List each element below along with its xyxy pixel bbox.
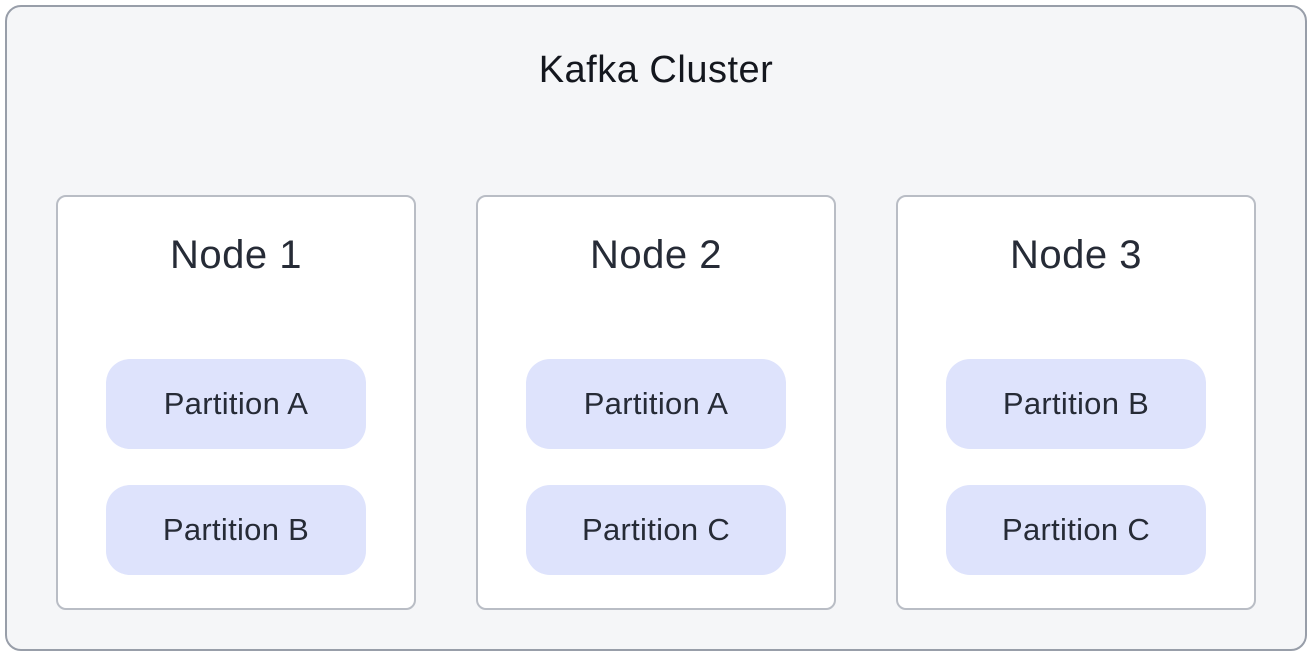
node-card-1: Node 1 Partition A Partition B <box>56 195 416 610</box>
partition-list: Partition A Partition C <box>526 359 786 575</box>
cluster-title: Kafka Cluster <box>538 49 774 91</box>
partition-pill: Partition B <box>106 485 366 575</box>
node-title: Node 3 <box>1010 233 1142 277</box>
partition-list: Partition B Partition C <box>946 359 1206 575</box>
partition-pill: Partition C <box>526 485 786 575</box>
node-title: Node 1 <box>170 233 302 277</box>
node-card-2: Node 2 Partition A Partition C <box>476 195 836 610</box>
partition-list: Partition A Partition B <box>106 359 366 575</box>
partition-pill: Partition B <box>946 359 1206 449</box>
partition-pill: Partition A <box>526 359 786 449</box>
kafka-cluster-container: Kafka Cluster Node 1 Partition A Partiti… <box>5 5 1307 651</box>
partition-pill: Partition C <box>946 485 1206 575</box>
node-card-3: Node 3 Partition B Partition C <box>896 195 1256 610</box>
partition-pill: Partition A <box>106 359 366 449</box>
nodes-row: Node 1 Partition A Partition B Node 2 Pa… <box>7 195 1305 610</box>
node-title: Node 2 <box>590 233 722 277</box>
